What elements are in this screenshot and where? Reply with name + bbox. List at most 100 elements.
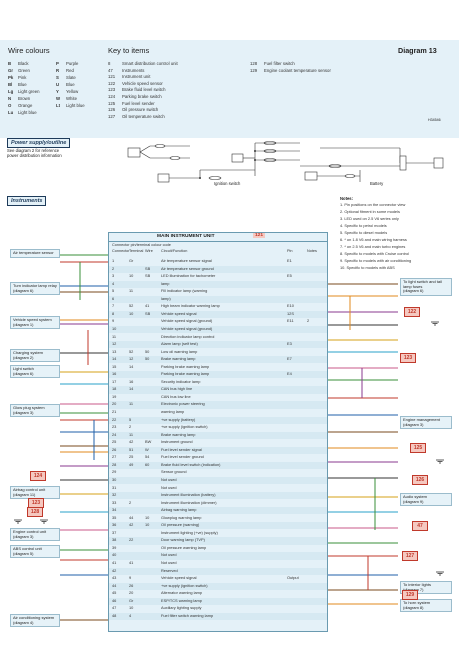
main-unit-cell: lamp [161,280,170,286]
left-component-label: Charging system [13,350,44,355]
main-unit-cell: 31 [112,484,117,490]
main-unit-cell: Electronic power steering [161,401,205,407]
wire-colour-code: Lu [8,110,14,115]
main-unit-cell: Door warning lamp (TVP) [161,537,205,543]
wire-colour-name: Black [18,61,29,66]
left-component-sub: (diagram 6) [13,287,34,293]
main-unit-cell: 25 [129,454,134,460]
main-unit-cell: +ve supply (battery) [161,416,196,422]
key-item-num: 129 [250,67,258,73]
left-component-label: ABS control unit [13,546,42,551]
wire-colour-code: Y [56,89,59,94]
wire-colour-name: Slate [66,75,76,80]
main-unit-cell: 10 [145,522,150,528]
right-component-sub: (diagram 3) [403,421,424,427]
instruments-title: Instruments [7,196,47,206]
wire-colour-name: Brown [18,96,31,101]
wire-colour-code: R [56,68,60,73]
main-unit-cell: 49 [129,461,134,467]
main-unit-cell: 9 [129,575,132,581]
left-component-label: Air conditioning system [13,615,55,620]
left-component-label: Glow plug system [13,405,45,410]
main-unit-cell: 45 [112,590,117,596]
key-item-num: 126 [108,107,116,113]
main-unit-cell: 17 [112,378,117,384]
main-unit-cell: Alarm lamp (self test) [161,341,198,347]
wire-colour-code: O [8,103,12,108]
main-unit-cell: warning lamp [161,409,185,414]
wire-colour-name: Light green [18,89,40,94]
main-unit-cell: 11 [112,333,117,339]
wire-colour-name: Light blue [18,110,37,115]
left-component-box: Vehicle speed system(diagram 1) [10,316,60,330]
main-unit-cell: ESP/TCS warning lamp [161,597,202,603]
main-unit-cell: 10 [129,605,134,611]
header-band [0,40,459,138]
main-unit-cell: Reserved [161,567,178,573]
main-unit-cell: 41 [145,303,150,309]
main-unit-cell: Vehicle speed signal [161,575,197,581]
main-unit-column-header: Terminal [129,249,144,253]
main-unit-cell: 34 [112,507,117,513]
main-unit-cell: 4 [129,612,132,618]
left-component-label: Air temperature sensor [13,250,54,255]
item-ref-label: 125 [410,443,426,453]
main-unit-cell: 38 [112,537,117,543]
left-component-sub: (diagram 6) [13,370,34,376]
main-unit-cell: 52 [129,303,134,309]
main-unit-cell: CAN bus low line [161,393,191,399]
left-component-sub: (diagram 5) [13,550,34,556]
left-component-box: Air conditioning system(diagram 4) [10,614,60,628]
main-unit-cell: 33 [112,499,117,505]
wire-colour-code: B [8,61,12,66]
main-unit-cell: 18 [112,386,117,392]
right-component-label: Audio system [403,494,428,499]
left-component-box: Charging system(diagram 2) [10,349,60,363]
key-item-name: Vehicle speed sensor [122,80,163,86]
notes-title: Notes: [340,196,354,201]
wire-colour-name: Yellow [66,89,79,94]
item-ref-label: 124 [30,471,46,481]
note-item: 10. Specific to models with ABS [340,265,395,270]
item-ref-label: 127 [402,551,418,561]
diagram-title: Diagram 13 [398,46,437,55]
note-item: 3. LED used on 2.5 V6 series only [340,216,399,221]
main-unit-cell: 5 [129,416,132,422]
main-unit-cell: 27 [112,454,117,460]
main-unit-cell: 52 [129,348,134,354]
main-unit-cell: Brake warning lamp [161,356,196,362]
main-unit-cell: Security indicator lamp [161,378,201,384]
main-unit-cell: Airbag warning lamp [161,507,197,513]
main-unit-cell: Output [287,575,299,581]
ignition-switch-label: Ignition switch [214,181,241,186]
wire-colour-code: W [56,96,61,101]
main-unit-cell: 32 [112,492,117,498]
main-unit-cell: 14 [129,386,134,392]
main-unit-cell: Instrument lighting (+ve) (supply) [161,529,218,535]
right-component-box: To horn system(diagram 8) [400,599,452,613]
main-unit-cell: Parking brake warning lamp [161,363,210,369]
main-unit-row: 4 lamp [109,280,327,288]
key-item-name: Instruments [122,67,145,73]
main-unit-cell: 4 [112,280,115,286]
main-unit-cell: Fuel filter switch warning lamp [161,612,214,618]
wire-colour-code: N [8,96,12,101]
main-unit-cell: +ve supply (ignition switch) [161,424,208,430]
key-item-num: 121 [108,74,116,80]
main-unit-cell: 50 [145,348,150,354]
right-component-label: Engine management [403,417,440,422]
